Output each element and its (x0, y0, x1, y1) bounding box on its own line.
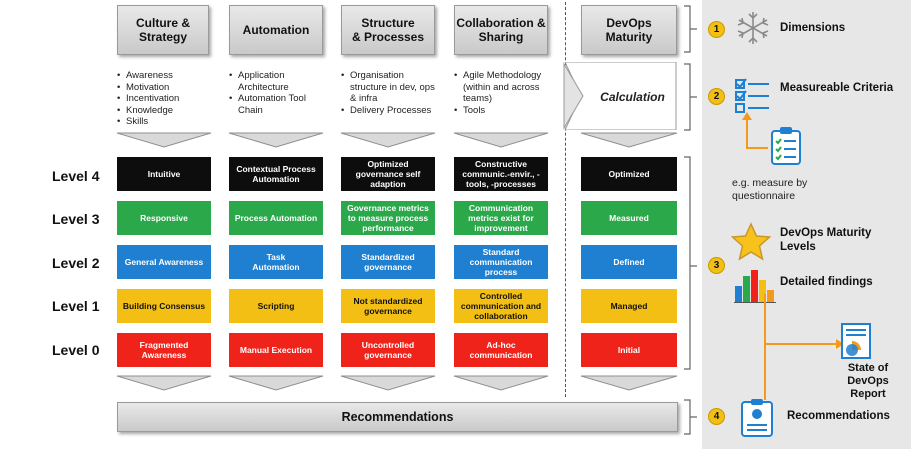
calculation-label: Calculation (600, 90, 665, 104)
level-3-label: Level 3 (52, 211, 100, 227)
header-devops-maturity: DevOps Maturity (581, 5, 677, 55)
list-item: Agile Methodology (within and across tea… (454, 70, 554, 105)
criteria-automation: Application Architecture Automation Tool… (229, 70, 319, 116)
step-4-badge: 4 (708, 408, 725, 425)
cell-l0-culture: Fragmented Awareness (117, 333, 211, 367)
criteria-collaboration: Agile Methodology (within and across tea… (454, 70, 554, 116)
cell-l3-culture: Responsive (117, 201, 211, 235)
checklist-icon (735, 78, 769, 113)
cell-l3-structure: Governance metrics to measure process pe… (341, 201, 435, 235)
snowflake-icon (737, 12, 769, 44)
connector-arrow (742, 112, 768, 149)
cell-l2-structure: Standardized governance (341, 245, 435, 279)
list-item: Application Architecture (229, 70, 319, 93)
cell-l0-maturity: Initial (581, 333, 677, 367)
report-icon (841, 323, 871, 359)
header-collaboration-sharing: Collaboration & Sharing (454, 5, 548, 55)
cell-l4-automation: Contextual Process Automation (229, 157, 323, 191)
cell-l2-maturity: Defined (581, 245, 677, 279)
level-2-label: Level 2 (52, 255, 100, 271)
header-culture-strategy: Culture & Strategy (117, 5, 209, 55)
level-1-label: Level 1 (52, 298, 100, 314)
criteria-structure: Organisation structure in dev, ops & inf… (341, 70, 441, 116)
cell-l3-automation: Process Automation (229, 201, 323, 235)
bar-chart-icon (734, 270, 776, 303)
list-item: Awareness (117, 70, 217, 82)
level-0-label: Level 0 (52, 342, 100, 358)
step-2-badge: 2 (708, 88, 725, 105)
measure-note: e.g. measure by questionnaire (732, 177, 808, 202)
id-card-icon (741, 399, 773, 437)
recommendations-bar: Recommendations (117, 402, 678, 432)
dimensions-label: Dimensions (780, 22, 846, 34)
list-item: Tools (454, 105, 554, 117)
level-4-label: Level 4 (52, 168, 100, 184)
cell-l1-structure: Not standardized governance (341, 289, 435, 323)
cell-l1-culture: Building Consensus (117, 289, 211, 323)
legend-panel (702, 0, 911, 449)
cell-l2-culture: General Awareness (117, 245, 211, 279)
findings-connector (764, 294, 844, 400)
cell-l1-maturity: Managed (581, 289, 677, 323)
cell-l2-collaboration: Standard communication process (454, 245, 548, 279)
recommendations-label: Recommendations (787, 410, 890, 422)
cell-l1-automation: Scripting (229, 289, 323, 323)
header-automation: Automation (229, 5, 323, 55)
star-icon (730, 222, 772, 261)
list-item: Automation Tool Chain (229, 93, 319, 116)
dashed-separator (565, 2, 566, 397)
arrow-into-calculation (563, 62, 584, 130)
cell-l4-collaboration: Constructive communic.-envir., - tools, … (454, 157, 548, 191)
bracket-group (684, 5, 697, 435)
cell-l1-collaboration: Controlled communication and collaborati… (454, 289, 548, 323)
list-item: Organisation structure in dev, ops & inf… (341, 70, 441, 105)
list-item: Skills (117, 116, 217, 128)
list-item: Delivery Processes (341, 105, 441, 117)
step-3-badge: 3 (708, 257, 725, 274)
cell-l3-maturity: Measured (581, 201, 677, 235)
step-1-badge: 1 (708, 21, 725, 38)
list-item: Incentivation (117, 93, 217, 105)
cell-l0-automation: Manual Execution (229, 333, 323, 367)
chevron-row-top (116, 132, 678, 148)
cell-l2-automation: Task Automation (229, 245, 323, 279)
cell-l0-structure: Uncontrolled governance (341, 333, 435, 367)
cell-l4-structure: Optimized governance self adaption (341, 157, 435, 191)
list-item: Motivation (117, 82, 217, 94)
cell-l4-culture: Intuitive (117, 157, 211, 191)
detailed-findings-label: Detailed findings (780, 276, 873, 288)
devops-maturity-levels-label: DevOps Maturity Levels (780, 227, 872, 253)
criteria-culture: Awareness Motivation Incentivation Knowl… (117, 70, 217, 128)
chevron-row-bottom (116, 375, 678, 391)
clipboard-icon (771, 127, 801, 165)
header-structure-processes: Structure & Processes (341, 5, 435, 55)
cell-l4-maturity: Optimized (581, 157, 677, 191)
list-item: Knowledge (117, 105, 217, 117)
state-of-devops-report-label: State of DevOps Report (847, 362, 889, 400)
measureable-criteria-label: Measureable Criteria (780, 82, 894, 94)
cell-l3-collaboration: Communication metrics exist for improvem… (454, 201, 548, 235)
cell-l0-collaboration: Ad-hoc communication (454, 333, 548, 367)
